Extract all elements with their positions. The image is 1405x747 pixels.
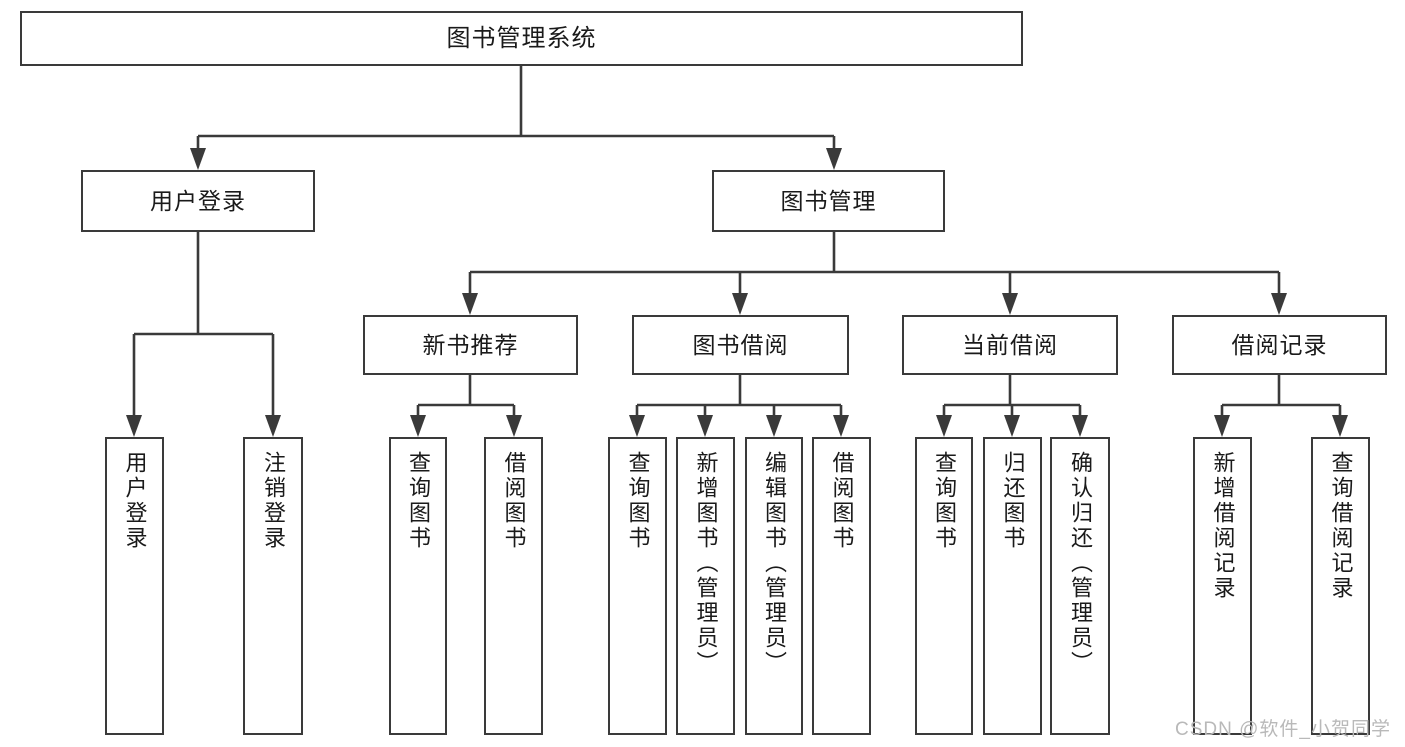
arrowhead-book-manage (826, 148, 842, 170)
arrowhead-leaf-5 (629, 415, 645, 437)
node-label: 查询图书 (932, 451, 957, 551)
arrowhead-leaf-10 (1004, 415, 1020, 437)
node-label: 图书管理 (780, 187, 877, 214)
node-borrow-record[interactable]: 借阅记录 (1172, 315, 1387, 375)
leaf-confirm-return-admin[interactable]: 确认归还（管理员） (1050, 437, 1110, 735)
arrowhead-current-borrow (1002, 293, 1018, 315)
node-label: 查询图书 (406, 451, 431, 551)
node-label: 用户登录 (150, 187, 246, 214)
arrowhead-leaf-6 (697, 415, 713, 437)
leaf-logout[interactable]: 注销登录 (243, 437, 303, 735)
leaf-return-book[interactable]: 归还图书 (983, 437, 1042, 735)
node-label: 归还图书 (1000, 451, 1026, 551)
node-label: 借阅记录 (1231, 331, 1328, 358)
leaf-edit-book-admin[interactable]: 编辑图书（管理员） (745, 437, 803, 735)
arrowhead-leaf-9 (936, 415, 952, 437)
arrowhead-leaf-4 (506, 415, 522, 437)
arrowhead-leaf-13 (1332, 415, 1348, 437)
leaf-query-borrow-record[interactable]: 查询借阅记录 (1311, 437, 1370, 735)
arrowhead-leaf-3 (410, 415, 426, 437)
node-current-borrow[interactable]: 当前借阅 (902, 315, 1118, 375)
node-label: 用户登录 (122, 451, 148, 551)
arrowhead-user-login (190, 148, 206, 170)
node-label: 查询图书 (625, 451, 651, 551)
node-book-borrow[interactable]: 图书借阅 (632, 315, 849, 375)
leaf-borrow-book-recommend[interactable]: 借阅图书 (484, 437, 543, 735)
node-book-management[interactable]: 图书管理 (712, 170, 945, 232)
arrowhead-leaf-12 (1214, 415, 1230, 437)
leaf-query-book-current[interactable]: 查询图书 (915, 437, 973, 735)
node-label: 新增图书（管理员） (693, 451, 719, 676)
node-label: 确认归还（管理员） (1068, 451, 1093, 676)
node-label: 借阅图书 (501, 451, 527, 551)
node-label: 新增借阅记录 (1210, 451, 1236, 601)
arrowhead-leaf-2 (265, 415, 281, 437)
arrowhead-leaf-7 (766, 415, 782, 437)
arrowhead-book-borrow (732, 293, 748, 315)
arrowhead-leaf-1 (126, 415, 142, 437)
arrowhead-borrow-record (1271, 293, 1287, 315)
node-label: 新书推荐 (422, 331, 519, 358)
node-label: 当前借阅 (962, 331, 1058, 358)
leaf-add-book-admin[interactable]: 新增图书（管理员） (676, 437, 735, 735)
node-label: 编辑图书（管理员） (762, 451, 787, 676)
leaf-query-book-recommend[interactable]: 查询图书 (389, 437, 447, 735)
arrowhead-leaf-11 (1072, 415, 1088, 437)
leaf-query-book-borrow[interactable]: 查询图书 (608, 437, 667, 735)
arrowhead-leaf-8 (833, 415, 849, 437)
watermark: CSDN @软件_小贺同学 (1175, 719, 1391, 740)
leaf-user-login[interactable]: 用户登录 (105, 437, 164, 735)
node-new-book-recommend[interactable]: 新书推荐 (363, 315, 578, 375)
node-user-login[interactable]: 用户登录 (81, 170, 315, 232)
leaf-add-borrow-record[interactable]: 新增借阅记录 (1193, 437, 1252, 735)
leaf-borrow-book[interactable]: 借阅图书 (812, 437, 871, 735)
node-root-system[interactable]: 图书管理系统 (20, 11, 1023, 66)
node-label: 注销登录 (261, 451, 286, 551)
node-label: 图书借阅 (692, 331, 789, 358)
node-label: 图书管理系统 (446, 24, 597, 52)
node-label: 借阅图书 (829, 451, 855, 551)
arrowhead-new-book (462, 293, 478, 315)
node-label: 查询借阅记录 (1328, 451, 1354, 601)
